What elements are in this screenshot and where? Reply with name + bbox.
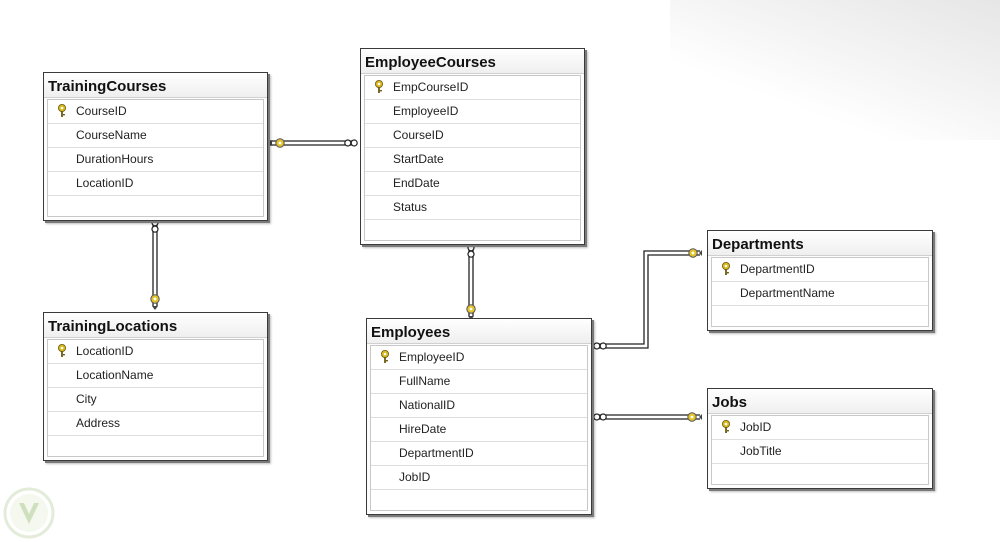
key-icon xyxy=(722,262,730,275)
table-field-row[interactable]: StartDate xyxy=(365,148,580,172)
key-icon xyxy=(687,412,697,422)
key-icon xyxy=(375,80,383,93)
key-icon xyxy=(688,248,698,258)
key-icon xyxy=(58,104,66,117)
field-list: DepartmentID DepartmentName xyxy=(711,257,929,327)
field-name: EndDate xyxy=(393,176,440,190)
field-name: JobID xyxy=(399,470,431,484)
table-field-row[interactable]: CourseName xyxy=(48,124,263,148)
field-name: HireDate xyxy=(399,422,447,436)
key-icon xyxy=(722,420,730,433)
rel-employees-jobs xyxy=(593,412,702,422)
table-field-row[interactable]: DepartmentID xyxy=(371,442,587,466)
table-field-row[interactable]: DepartmentName xyxy=(712,282,928,306)
table-title: Employees xyxy=(367,319,591,344)
table-field-row[interactable]: EndDate xyxy=(365,172,580,196)
field-name: LocationName xyxy=(76,368,154,382)
rel-courses-empcourses xyxy=(268,138,358,148)
table-departments[interactable]: Departments DepartmentID DepartmentName xyxy=(707,230,933,331)
field-name: CourseName xyxy=(76,128,147,142)
table-jobs[interactable]: Jobs JobID JobTitle xyxy=(707,388,933,489)
table-field-row[interactable]: LocationName xyxy=(48,364,263,388)
table-title: TrainingCourses xyxy=(44,73,267,98)
field-name: FullName xyxy=(399,374,451,388)
field-name: StartDate xyxy=(393,152,444,166)
field-name: DepartmentID xyxy=(740,262,815,276)
rel-courses-locations xyxy=(150,218,160,310)
table-field-row[interactable]: FullName xyxy=(371,370,587,394)
table-field-row[interactable]: NationalID xyxy=(371,394,587,418)
field-name: DepartmentName xyxy=(740,286,835,300)
field-name: LocationID xyxy=(76,176,134,190)
field-name: EmployeeID xyxy=(399,350,465,364)
v-logo-icon xyxy=(3,487,55,539)
field-list: JobID JobTitle xyxy=(711,415,929,485)
new-field-row[interactable] xyxy=(371,490,587,510)
field-name: DurationHours xyxy=(76,152,154,166)
key-icon xyxy=(58,344,66,357)
table-field-row[interactable]: JobID xyxy=(371,466,587,490)
table-field-row[interactable]: CourseID xyxy=(365,124,580,148)
field-name: CourseID xyxy=(76,104,127,118)
key-icon xyxy=(275,138,285,148)
table-field-row[interactable]: EmployeeID xyxy=(365,100,580,124)
field-name: Status xyxy=(393,200,428,214)
field-name: JobTitle xyxy=(740,444,782,458)
new-field-row[interactable] xyxy=(365,220,580,240)
table-title: Departments xyxy=(708,231,932,256)
key-icon xyxy=(150,294,160,304)
table-title: TrainingLocations xyxy=(44,313,267,338)
table-field-row[interactable]: EmpCourseID xyxy=(365,76,580,100)
table-field-row[interactable]: Address xyxy=(48,412,263,436)
table-field-row[interactable]: DurationHours xyxy=(48,148,263,172)
field-name: EmployeeID xyxy=(393,104,459,118)
field-name: JobID xyxy=(740,420,772,434)
new-field-row[interactable] xyxy=(712,464,928,484)
rel-empcourses-employees xyxy=(466,243,476,320)
table-field-row[interactable]: JobTitle xyxy=(712,440,928,464)
field-name: DepartmentID xyxy=(399,446,474,460)
key-icon xyxy=(381,350,389,363)
field-name: LocationID xyxy=(76,344,134,358)
background-shade xyxy=(670,0,1000,140)
table-title: Jobs xyxy=(708,389,932,414)
field-name: City xyxy=(76,392,97,406)
table-title: EmployeeCourses xyxy=(361,49,584,74)
table-field-row[interactable]: CourseID xyxy=(48,100,263,124)
table-employee-courses[interactable]: EmployeeCourses EmpCourseID EmployeeID Cou… xyxy=(360,48,585,245)
table-field-row[interactable]: HireDate xyxy=(371,418,587,442)
table-field-row[interactable]: JobID xyxy=(712,416,928,440)
field-name: EmpCourseID xyxy=(393,80,469,94)
new-field-row[interactable] xyxy=(48,196,263,216)
table-field-row[interactable]: DepartmentID xyxy=(712,258,928,282)
table-training-locations[interactable]: TrainingLocations LocationID LocationName… xyxy=(43,312,268,461)
new-field-row[interactable] xyxy=(48,436,263,456)
rel-employees-departments xyxy=(593,248,702,350)
table-field-row[interactable]: LocationID xyxy=(48,340,263,364)
field-name: CourseID xyxy=(393,128,444,142)
table-field-row[interactable]: Status xyxy=(365,196,580,220)
new-field-row[interactable] xyxy=(712,306,928,326)
table-field-row[interactable]: LocationID xyxy=(48,172,263,196)
key-icon xyxy=(466,304,476,314)
field-name: Address xyxy=(76,416,121,430)
table-field-row[interactable]: City xyxy=(48,388,263,412)
table-field-row[interactable]: EmployeeID xyxy=(371,346,587,370)
field-name: NationalID xyxy=(399,398,456,412)
